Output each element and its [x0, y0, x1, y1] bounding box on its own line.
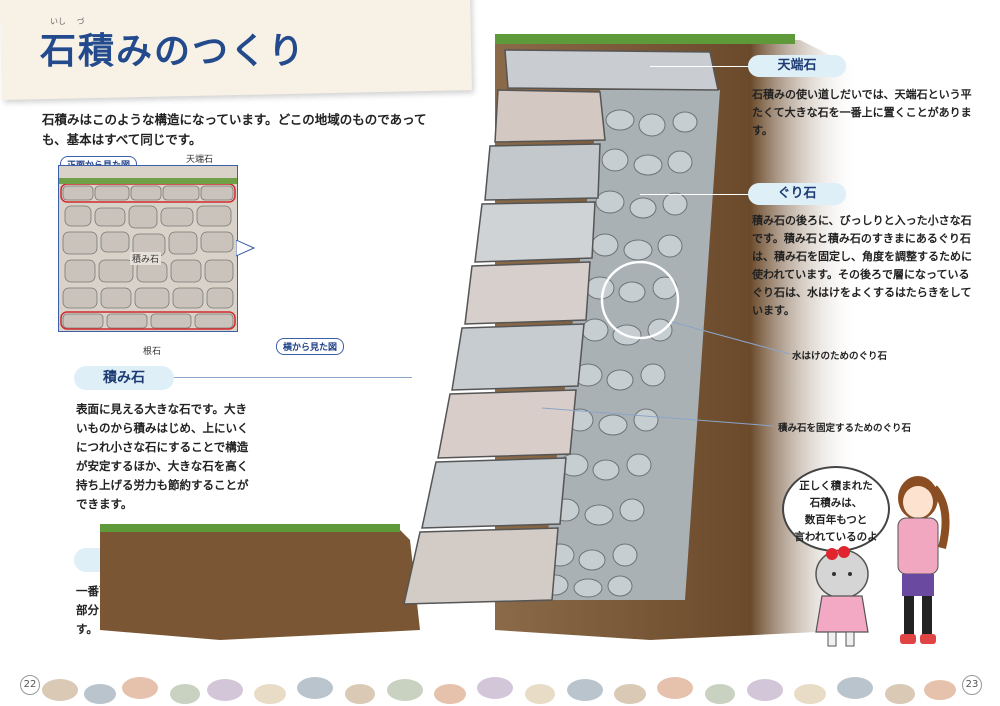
speech-line-3: 数百年もつと — [804, 514, 868, 526]
diagram-pointer — [236, 240, 256, 257]
tenba-stone — [504, 49, 719, 91]
ne-stone — [403, 527, 559, 605]
tsumi-label-small: 積み石 — [130, 252, 162, 265]
stone-mascot-character — [815, 546, 869, 647]
tenba-label-small: 天端石 — [186, 155, 214, 165]
bottom-grass — [100, 524, 400, 532]
ne-label-small: 根石 — [143, 347, 162, 357]
page-title: 石積みのつくり — [40, 31, 307, 72]
tenba-label: 天端石 — [748, 55, 846, 77]
tenba-description: 石積みの使い道しだいでは、天端石という平たくて大きな石を一番上に置くことがありま… — [752, 88, 972, 137]
pebble-border — [42, 677, 956, 704]
girl-character — [897, 476, 950, 644]
speech-bubble: 正しく積まれた 石積みは、 数百年もつと 言われているのよ — [782, 466, 890, 552]
front-view-diagram — [58, 165, 238, 332]
tenba-leader — [650, 66, 750, 67]
drainage-leader-line — [671, 321, 791, 355]
guri-description: 積み石の後ろに、びっしりと入った小さな石です。積み石と積み石のすきまにあるぐり石… — [752, 214, 972, 317]
speech-line-4: 言われているのよ — [794, 531, 878, 543]
fixing-callout: 積み石を固定するためのぐり石 — [778, 423, 912, 434]
tsumi-description: 表面に見える大きな石です。大きいものから積みはじめ、上にいくにつれ小さな石にする… — [76, 402, 249, 511]
tsumi-leader — [172, 377, 412, 378]
title-ruby: いし づ — [50, 17, 85, 26]
front-view-stones — [59, 166, 237, 331]
guri-label: ぐり石 — [748, 183, 846, 205]
drainage-callout: 水はけのためのぐり石 — [792, 351, 888, 362]
guri-leader — [640, 194, 750, 195]
speech-line-2: 石積みは、 — [809, 497, 863, 509]
side-view-tag: 横から見た図 — [276, 338, 345, 355]
speech-line-1: 正しく積まれた — [799, 480, 873, 492]
fixing-leader-line — [541, 407, 775, 427]
tsumi-label: 積み石 — [74, 366, 174, 390]
intro-text: 石積みはこのような構造になっています。どこの地域のものであっても、基本はすべて同… — [42, 112, 427, 147]
page-number-right: 23 — [962, 675, 982, 695]
page-number-left: 22 — [20, 675, 40, 695]
top-grass — [495, 34, 795, 44]
